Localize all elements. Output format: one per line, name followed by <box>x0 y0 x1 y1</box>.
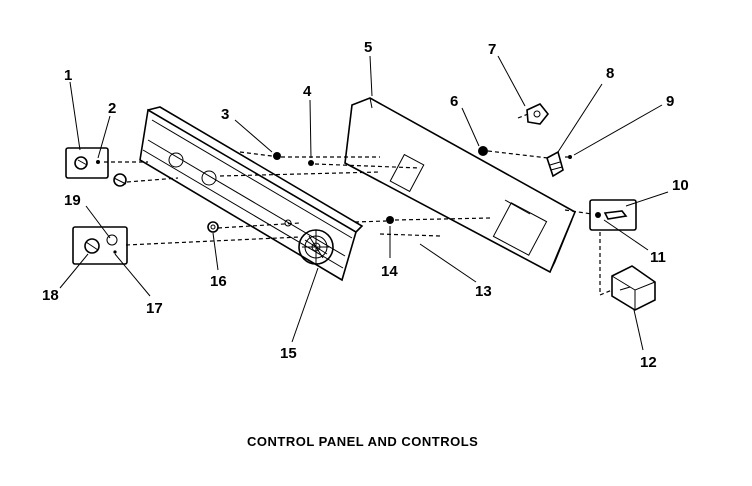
part-14-drawing <box>386 216 394 224</box>
callout-13: 13 <box>475 283 492 300</box>
callout-9: 9 <box>666 93 674 110</box>
part-4-drawing <box>308 160 314 166</box>
part-6-drawing <box>478 146 488 156</box>
callout-8: 8 <box>606 65 614 82</box>
callout-4: 4 <box>303 83 312 100</box>
callout-7: 7 <box>488 41 496 58</box>
callout-18: 18 <box>42 287 59 304</box>
leader-lines <box>59 55 669 351</box>
callout-16: 16 <box>210 273 227 290</box>
callout-1: 1 <box>64 67 72 84</box>
callout-15: 15 <box>280 345 297 362</box>
part-8-drawing <box>546 150 564 178</box>
rear-panel-drawing <box>344 97 577 274</box>
part-16-drawing <box>207 221 219 233</box>
part-9-drawing <box>568 155 572 159</box>
diagram-caption: CONTROL PANEL AND CONTROLS <box>247 434 478 449</box>
callout-12: 12 <box>640 354 657 371</box>
callout-5: 5 <box>364 39 372 56</box>
part-12-drawing <box>611 265 656 311</box>
callout-17: 17 <box>146 300 163 317</box>
part-10-11-drawing <box>589 199 637 231</box>
callout-6: 6 <box>450 93 458 110</box>
front-console-drawing <box>139 106 364 282</box>
callout-14: 14 <box>381 263 398 280</box>
callout-10: 10 <box>672 177 689 194</box>
part-3-drawing <box>273 152 281 160</box>
callout-19: 19 <box>64 192 81 209</box>
callout-numbers: 1 2 3 4 5 6 7 8 9 10 11 12 13 14 15 16 1… <box>42 39 689 371</box>
assembly-lines <box>104 113 613 296</box>
part-7-drawing <box>526 103 550 125</box>
part-1-2-drawing <box>65 147 109 179</box>
callout-2: 2 <box>108 100 116 117</box>
callout-11: 11 <box>650 249 666 266</box>
part-knob-drawing <box>113 173 127 187</box>
callout-3: 3 <box>221 106 229 123</box>
